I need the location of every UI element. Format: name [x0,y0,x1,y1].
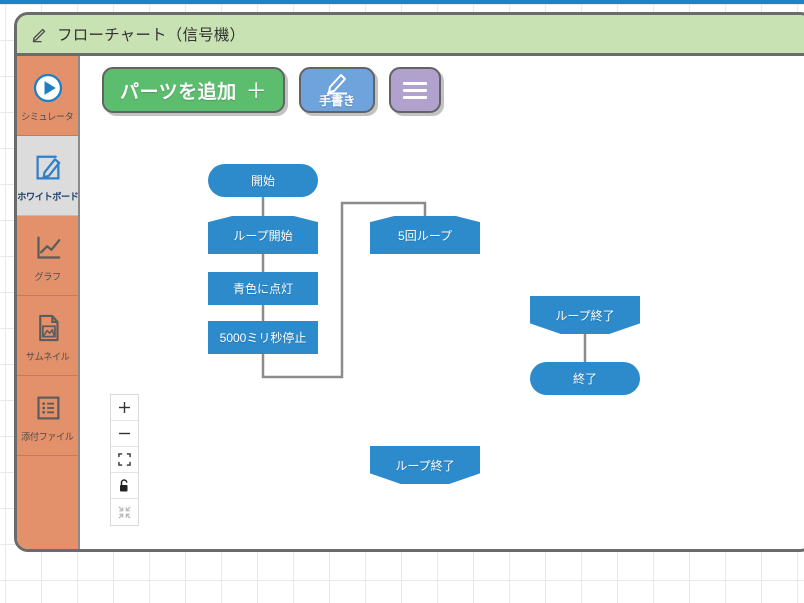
flow-node-loop-5[interactable]: 5回ループ [370,216,480,254]
add-parts-button[interactable]: パーツを追加 ＋ [102,67,286,113]
pencil-edit-icon[interactable] [31,25,49,43]
play-circle-icon [33,73,62,102]
sidebar-label-thumbnail: サムネイル [25,351,70,363]
sidebar-label-whiteboard: ホワイトボード [16,191,79,203]
zoom-controls [110,394,139,526]
fit-screen-button[interactable] [111,447,138,473]
sidebar-item-whiteboard[interactable]: ホワイトボード [17,136,78,216]
whiteboard-canvas[interactable]: パーツを追加 ＋ 手書き [80,56,804,549]
flow-node-loop-end-2[interactable]: ループ終了 [370,446,480,484]
sidebar-item-attachment[interactable]: 添付ファイル [17,376,78,456]
canvas-toolbar: パーツを追加 ＋ 手書き [102,67,442,113]
fit-screen-icon [118,453,131,466]
sidebar-item-thumbnail[interactable]: サムネイル [17,296,78,376]
handwrite-button[interactable]: 手書き [299,67,376,113]
collapse-button[interactable] [111,499,138,525]
collapse-icon [118,505,131,519]
sidebar-label-attachment: 添付ファイル [21,431,74,443]
flow-node-start[interactable]: 開始 [208,164,318,197]
line-chart-icon [36,236,60,259]
card-body: シミュレータ ホワイトボード グラフ [17,56,804,549]
flow-node-wait-5000[interactable]: 5000ミリ秒停止 [208,321,318,354]
sidebar-label-simulator: シミュレータ [21,111,74,123]
minus-icon [119,432,130,435]
flow-node-blue-light[interactable]: 青色に点灯 [208,272,318,305]
lock-button[interactable] [111,473,138,499]
sidebar-label-graph: グラフ [34,271,61,283]
unlock-icon [120,478,128,491]
page-title: フローチャート（信号機） [57,27,246,44]
flow-node-loop-start[interactable]: ループ開始 [208,216,318,254]
app-card: フローチャート（信号機） シミュレータ ホワイトボード [14,12,804,552]
list-square-icon [36,396,59,419]
zoom-in-button[interactable] [111,395,138,421]
menu-button[interactable] [389,67,442,113]
sidebar-item-graph[interactable]: グラフ [17,216,78,296]
add-parts-label: パーツを追加 [120,81,237,103]
pencil-underline-icon [327,74,348,95]
top-accent-bar [0,0,804,4]
plus-icon: ＋ [245,80,268,103]
card-header: フローチャート（信号機） [17,15,804,56]
sidebar: シミュレータ ホワイトボード グラフ [17,56,80,549]
zoom-out-button[interactable] [111,421,138,447]
sidebar-filler [17,456,78,549]
plus-icon [119,402,130,413]
flow-node-end[interactable]: 終了 [530,362,640,395]
pencil-square-icon [36,155,60,179]
handwrite-label: 手書き [319,94,356,108]
sidebar-item-simulator[interactable]: シミュレータ [17,56,78,136]
image-document-icon [38,314,59,341]
hamburger-menu-icon [403,81,428,99]
flow-node-loop-end-1[interactable]: ループ終了 [530,296,640,334]
